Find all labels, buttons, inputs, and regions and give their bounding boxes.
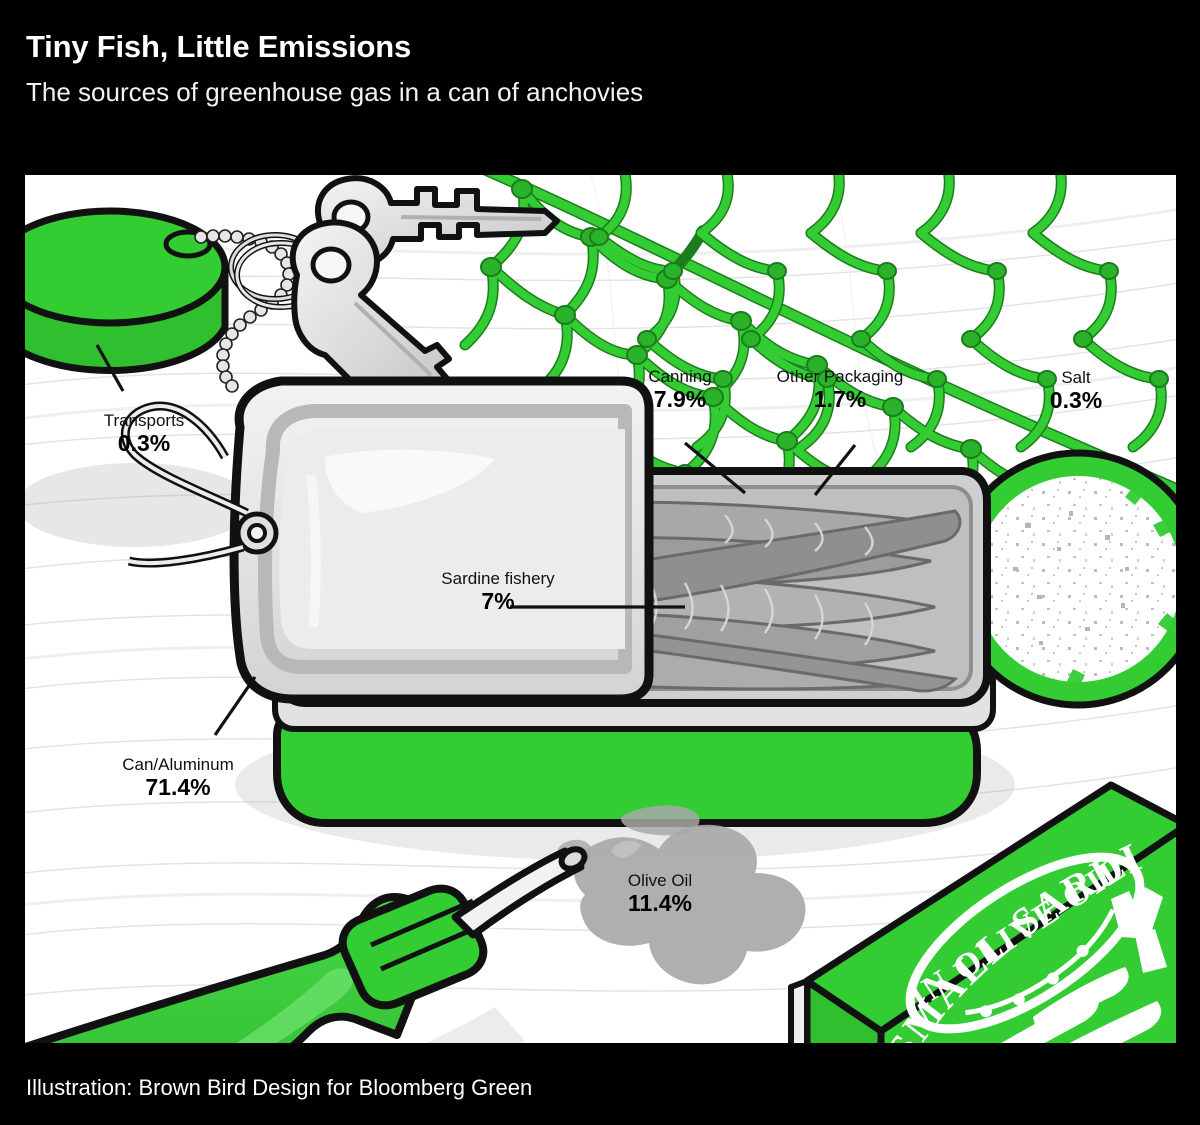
illustration-canvas: IN OLIVE OIL SMALL SARDINES bbox=[25, 175, 1176, 1043]
key-lower bbox=[289, 219, 452, 418]
package-fish-art bbox=[1001, 887, 1167, 1043]
page-title: Tiny Fish, Little Emissions bbox=[26, 29, 412, 64]
leader-other-packaging bbox=[813, 444, 857, 496]
salt-grains bbox=[1013, 511, 1129, 645]
can-lid bbox=[120, 376, 654, 704]
leader-canning bbox=[683, 441, 747, 495]
illustration-credit: Illustration: Brown Bird Design for Bloo… bbox=[26, 1075, 533, 1100]
leader-lines bbox=[95, 344, 857, 736]
salt-circle bbox=[948, 449, 1176, 709]
illustration-artwork: IN OLIVE OIL SMALL SARDINES bbox=[25, 175, 1176, 1043]
oil-bottle bbox=[25, 846, 588, 1043]
olive-oil-puddle bbox=[557, 805, 806, 985]
header: Tiny Fish, Little Emissions The sources … bbox=[26, 29, 1146, 108]
leader-transports bbox=[95, 344, 125, 392]
page-subtitle: The sources of greenhouse gas in a can o… bbox=[26, 77, 644, 108]
keychain-fob bbox=[25, 207, 253, 547]
sardine-can bbox=[120, 376, 1015, 861]
leader-can-aluminum bbox=[213, 676, 257, 736]
